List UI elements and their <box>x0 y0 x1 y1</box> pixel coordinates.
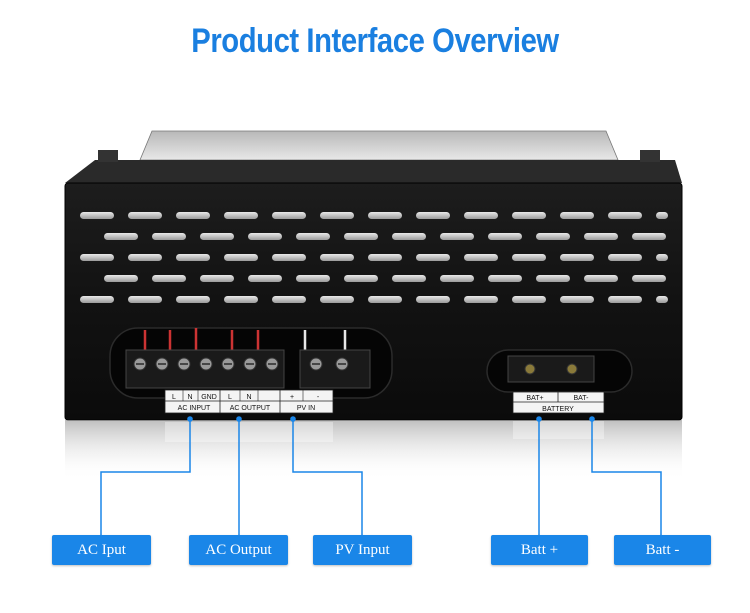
vent-slot <box>536 275 570 282</box>
vent-slot <box>104 233 138 240</box>
vent-slot <box>128 254 162 261</box>
label-ac-in-n: N <box>187 394 192 401</box>
callout-ac-input: AC Iput <box>52 535 151 565</box>
vent-slot <box>320 296 354 303</box>
vent-slot <box>176 254 210 261</box>
callout-batt-plus: Batt + <box>491 535 588 565</box>
vent-slot <box>80 212 114 219</box>
vent-slot <box>104 275 138 282</box>
vent-slot <box>632 275 666 282</box>
vent-slot <box>320 212 354 219</box>
label-pv-in: PV IN <box>297 405 315 412</box>
vent-slot <box>248 233 282 240</box>
vent-slot <box>248 275 282 282</box>
vent-slot <box>584 233 618 240</box>
label-ac-output: AC OUTPUT <box>230 405 271 412</box>
vent-slot <box>272 254 306 261</box>
vent-slot <box>128 212 162 219</box>
vent-slot <box>344 233 378 240</box>
vent-slot <box>584 275 618 282</box>
vent-slot <box>152 233 186 240</box>
vent-slot <box>632 233 666 240</box>
vent-slot <box>272 296 306 303</box>
label-bat-minus: BAT- <box>573 395 589 402</box>
vent-slot <box>272 212 306 219</box>
pv-terminal-block <box>299 349 371 389</box>
vent-slot <box>464 296 498 303</box>
vent-slot <box>224 296 258 303</box>
vent-slot <box>440 275 474 282</box>
vent-slot <box>512 296 546 303</box>
floor-reflection <box>65 420 682 480</box>
label-gnd: GND <box>201 394 217 401</box>
vent-slot <box>464 254 498 261</box>
label-bat-plus: BAT+ <box>526 395 543 402</box>
vent-slot <box>488 233 522 240</box>
vent-slot <box>656 254 668 261</box>
vent-slot <box>368 254 402 261</box>
battery-label-plate <box>512 391 605 414</box>
vent-slot <box>176 296 210 303</box>
vent-slot <box>608 296 642 303</box>
callout-pv-input: PV Input <box>313 535 412 565</box>
vent-slot <box>200 275 234 282</box>
leader-pv-input <box>292 419 363 535</box>
vent-slot <box>320 254 354 261</box>
vent-slot <box>296 233 330 240</box>
vent-slot <box>392 275 426 282</box>
vent-slot <box>344 275 378 282</box>
callout-batt-minus: Batt - <box>614 535 711 565</box>
leader-batt-minus <box>591 419 662 535</box>
vent-slot <box>560 254 594 261</box>
vent-slot <box>200 233 234 240</box>
label-pv-plus: + <box>290 394 294 401</box>
vent-slot <box>464 212 498 219</box>
vent-slot <box>560 296 594 303</box>
vent-slot <box>152 275 186 282</box>
vent-slot <box>224 254 258 261</box>
vent-slot <box>488 275 522 282</box>
vent-slot <box>608 254 642 261</box>
vent-slot <box>176 212 210 219</box>
leader-ac-input <box>100 419 191 535</box>
chassis-top-lid <box>139 130 619 161</box>
vent-slot <box>608 212 642 219</box>
vent-slot <box>416 254 450 261</box>
vent-slot <box>368 212 402 219</box>
vent-slot <box>296 275 330 282</box>
vent-slot <box>512 254 546 261</box>
vent-slot <box>80 254 114 261</box>
page-title: Product Interface Overview <box>191 22 559 60</box>
vent-slot <box>80 296 114 303</box>
ventilation-slots <box>80 212 668 303</box>
vent-slot <box>560 212 594 219</box>
callout-ac-output: AC Output <box>189 535 288 565</box>
vent-slot <box>440 233 474 240</box>
vent-slot <box>656 296 668 303</box>
label-pv-minus: - <box>317 394 320 401</box>
vent-slot <box>368 296 402 303</box>
label-battery: BATTERY <box>542 406 574 413</box>
label-ac-out-l: L <box>228 394 232 401</box>
vent-slot <box>512 212 546 219</box>
vent-slot <box>656 212 668 219</box>
label-ac-input: AC INPUT <box>178 405 211 412</box>
vent-slot <box>224 212 258 219</box>
vent-slot <box>392 233 426 240</box>
vent-slot <box>416 212 450 219</box>
label-ac-in-l: L <box>172 394 176 401</box>
ac-pv-label-plate <box>164 389 334 414</box>
vent-slot <box>416 296 450 303</box>
vent-slot <box>536 233 570 240</box>
label-ac-out-n: N <box>246 394 251 401</box>
vent-slot <box>128 296 162 303</box>
